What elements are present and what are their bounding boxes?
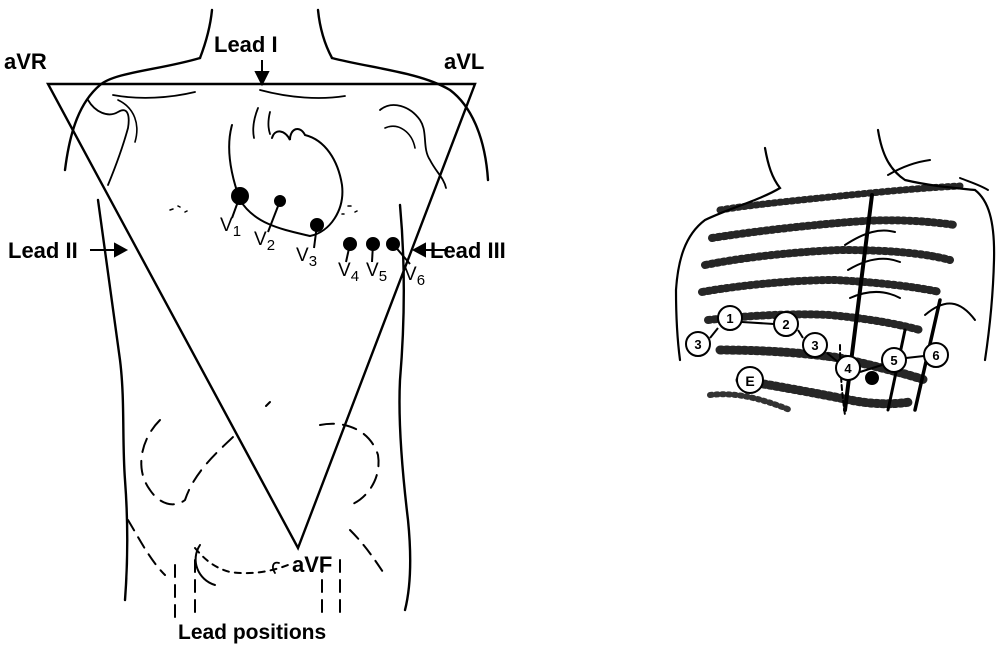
torso-outline	[65, 10, 488, 620]
v6-label: V6	[404, 265, 425, 288]
v2-label: V2	[254, 230, 275, 253]
marker-label: 4	[844, 361, 852, 376]
einthoven-triangle	[48, 84, 475, 548]
v1-label: V1	[220, 216, 241, 239]
lead-iii-label: Lead III	[430, 240, 506, 262]
v3-label: V3	[296, 246, 317, 269]
marker-label: 1	[726, 311, 733, 326]
marker-label: 5	[890, 353, 897, 368]
avf-label: aVF	[292, 554, 332, 576]
v4-label: V4	[338, 261, 359, 284]
marker-label: E	[745, 373, 754, 389]
right-chest-figure	[676, 130, 994, 415]
lead-i-label: Lead I	[214, 34, 278, 56]
avl-label: aVL	[444, 51, 484, 73]
figure-caption: Lead positions	[178, 622, 326, 643]
lead-ii-label: Lead II	[8, 240, 78, 262]
v5-label: V5	[366, 261, 387, 284]
marker-label: 6	[932, 348, 939, 363]
lead-arrows	[90, 60, 448, 256]
marker-label: 2	[782, 317, 789, 332]
marker-label: 3	[811, 338, 818, 353]
avr-label: aVR	[4, 51, 47, 73]
marker-label: 3	[694, 337, 701, 352]
